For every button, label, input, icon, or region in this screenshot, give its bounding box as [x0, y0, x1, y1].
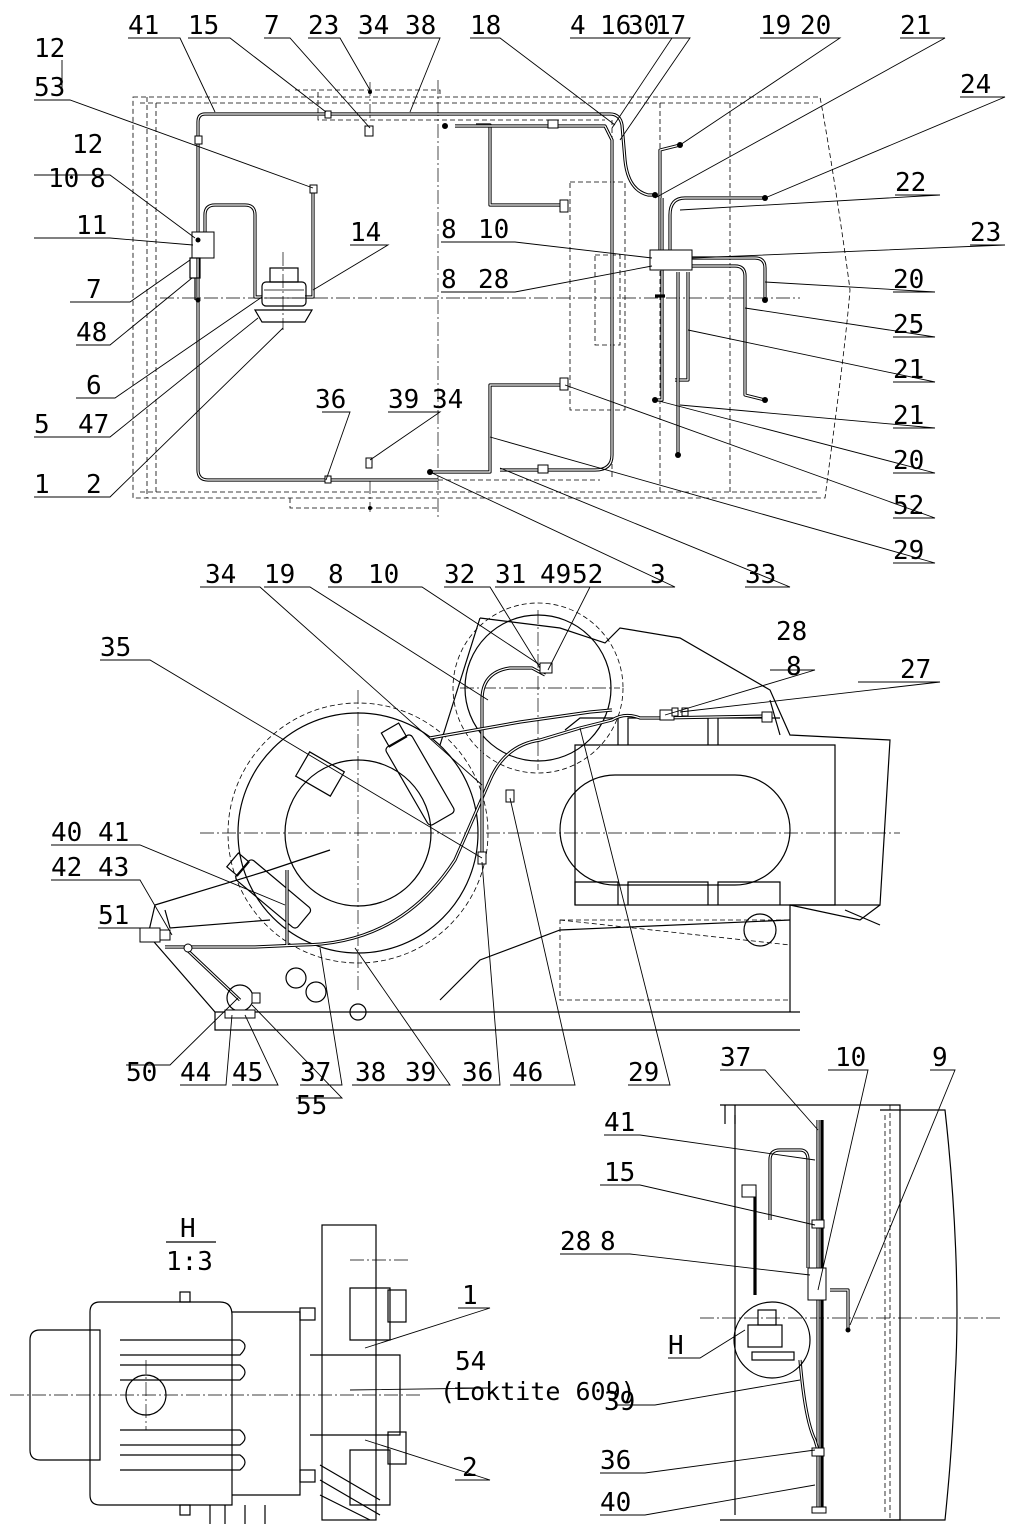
callout-8d: 8 — [328, 560, 344, 590]
callout-10a: 10 — [478, 215, 509, 245]
callout-15a: 15 — [188, 11, 219, 41]
callout-35: 35 — [100, 633, 131, 663]
detail-h-view — [10, 1224, 420, 1524]
callout-41a: 41 — [128, 11, 159, 41]
callout-22: 22 — [895, 168, 926, 198]
callout-37b: 37 — [720, 1043, 751, 1073]
top-view — [132, 80, 851, 520]
callout-8f: 8 — [600, 1227, 616, 1257]
callout-21c: 21 — [893, 401, 924, 431]
callout-15b: 15 — [604, 1158, 635, 1188]
callout-12b: 12 — [72, 130, 103, 160]
callout-49: 49 — [540, 560, 571, 590]
callout-55: 55 — [296, 1091, 327, 1121]
callout-2b: 2 — [462, 1453, 478, 1483]
callout-21a: 21 — [900, 11, 931, 41]
callout-19a: 19 — [760, 11, 791, 41]
callout-16: 16 — [600, 11, 631, 41]
callout-20a: 20 — [800, 11, 831, 41]
callout-32: 32 — [444, 560, 475, 590]
callout-20c: 20 — [893, 446, 924, 476]
callout-12a: 12 — [34, 34, 65, 64]
callout-47: 47 — [78, 410, 109, 440]
callout-51: 51 — [98, 901, 129, 931]
callout-39c: 39 — [604, 1387, 635, 1417]
callout-52b: 52 — [572, 560, 603, 590]
callout-40b: 40 — [600, 1488, 631, 1518]
callout-18: 18 — [470, 11, 501, 41]
callout-36c: 36 — [600, 1446, 631, 1476]
callout-21b: 21 — [893, 355, 924, 385]
callout-19b: 19 — [264, 560, 295, 590]
callout-48: 48 — [76, 318, 107, 348]
leader-lines — [34, 37, 1006, 1516]
side-view — [139, 602, 900, 1031]
callout-24: 24 — [960, 70, 991, 100]
callout-50: 50 — [126, 1058, 157, 1088]
callout-8b: 8 — [441, 265, 457, 295]
callout-7a: 7 — [264, 11, 280, 41]
callout-34b: 34 — [432, 385, 463, 415]
callout-34a: 34 — [358, 11, 389, 41]
callout-25: 25 — [893, 310, 924, 340]
callout-34c: 34 — [205, 560, 236, 590]
callout-28b: 28 — [776, 617, 807, 647]
callout-11: 11 — [76, 211, 107, 241]
callout-10d: 10 — [835, 1043, 866, 1073]
callout-41b: 41 — [98, 818, 129, 848]
callout-1a: 1 — [34, 470, 50, 500]
callout-44: 44 — [180, 1058, 211, 1088]
callout-52a: 52 — [893, 491, 924, 521]
callout-27: 27 — [900, 655, 931, 685]
callout-23a: 23 — [308, 11, 339, 41]
callout-45: 45 — [232, 1058, 263, 1088]
callout-43: 43 — [98, 853, 129, 883]
callout-4: 4 — [570, 11, 586, 41]
callout-46: 46 — [512, 1058, 543, 1088]
callout-42: 42 — [51, 853, 82, 883]
callout-33: 33 — [745, 560, 776, 590]
callout-36b: 36 — [462, 1058, 493, 1088]
callout-39b: 39 — [405, 1058, 436, 1088]
callout-36a: 36 — [315, 385, 346, 415]
callout-8e: 8 — [786, 652, 802, 682]
detail-h-scale: 1:3 — [166, 1247, 213, 1277]
callout-5: 5 — [34, 410, 50, 440]
callout-17: 17 — [655, 11, 686, 41]
callout-20b: 20 — [893, 265, 924, 295]
callout-23b: 23 — [970, 218, 1001, 248]
callout-28c: 28 — [560, 1227, 591, 1257]
callout-8c: 8 — [90, 164, 106, 194]
loctite-note: (Loktite 609) — [440, 1377, 636, 1406]
callout-9: 9 — [932, 1043, 948, 1073]
callout-6: 6 — [86, 371, 102, 401]
callout-39a: 39 — [388, 385, 419, 415]
callout-53: 53 — [34, 73, 65, 103]
callout-29a: 29 — [893, 536, 924, 566]
callout-10c: 10 — [368, 560, 399, 590]
callout-7b: 7 — [86, 275, 102, 305]
callout-8a: 8 — [441, 215, 457, 245]
callout-38b: 38 — [355, 1058, 386, 1088]
callout-38a: 38 — [405, 11, 436, 41]
callout-30: 30 — [628, 11, 659, 41]
callout-37a: 37 — [300, 1058, 331, 1088]
callout-40a: 40 — [51, 818, 82, 848]
callout-54: 54 — [455, 1347, 486, 1377]
callout-41c: 41 — [604, 1108, 635, 1138]
callout-3: 3 — [650, 560, 666, 590]
callout-2a: 2 — [86, 470, 102, 500]
callout-31: 31 — [495, 560, 526, 590]
callout-labels: 41 15 7 23 34 38 18 4 16 30 17 19 20 21 … — [34, 11, 1001, 1518]
callout-h-ref: H — [668, 1331, 684, 1361]
callout-10b: 10 — [48, 164, 79, 194]
rear-view — [700, 1104, 1000, 1521]
callout-1b: 1 — [462, 1281, 478, 1311]
callout-29b: 29 — [628, 1058, 659, 1088]
callout-28a: 28 — [478, 265, 509, 295]
detail-h-title: H — [180, 1214, 196, 1244]
callout-14: 14 — [350, 218, 381, 248]
